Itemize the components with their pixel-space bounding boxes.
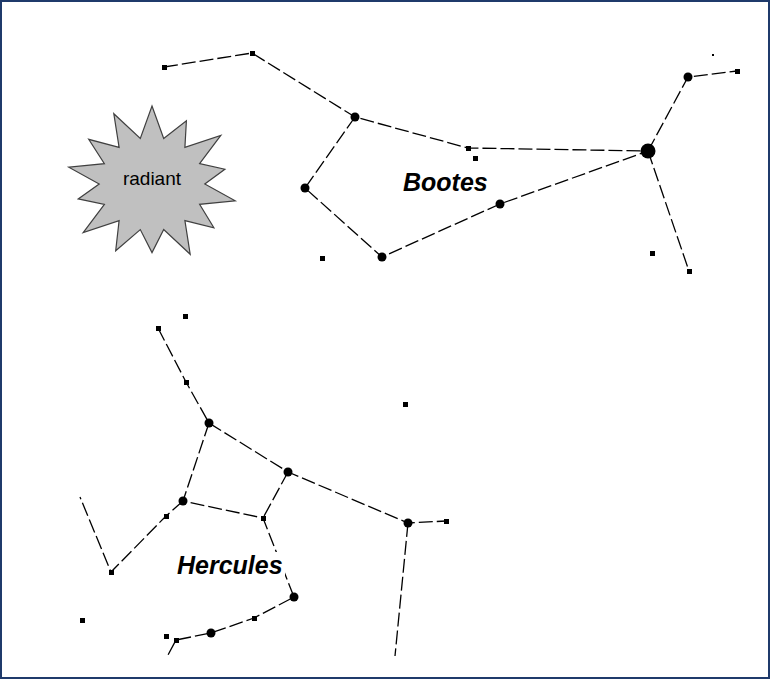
radiant-label: radiant [123,168,181,190]
starburst-outline [69,106,235,254]
constellation-name: Bootes [401,169,490,197]
radiant-burst: radiant [62,104,242,264]
constellation-name: Hercules [175,552,285,580]
